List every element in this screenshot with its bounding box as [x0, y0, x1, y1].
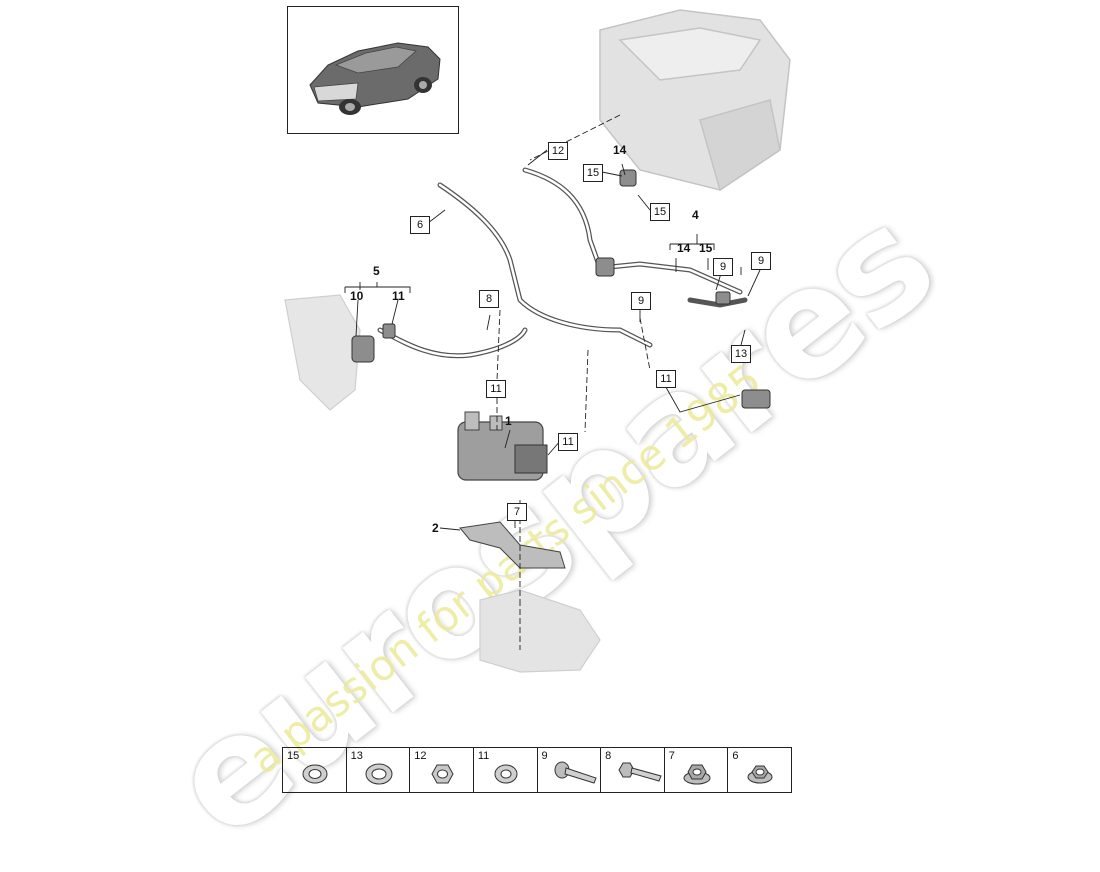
parts-drawing	[284, 9, 791, 673]
legend-label: 6	[732, 750, 739, 762]
callout-14: 14	[613, 143, 627, 157]
box-callout-8: 8	[479, 290, 499, 308]
bolt-icon	[554, 761, 597, 784]
washer-icon	[302, 764, 328, 784]
legend-label: 9	[541, 750, 548, 762]
valve-bracket	[459, 521, 566, 569]
callout-5: 5	[373, 264, 380, 278]
floor-bracket	[479, 589, 601, 673]
flange-nut-icon	[683, 764, 711, 785]
legend-cell: 15	[283, 748, 347, 792]
box-callout-12: 12	[548, 142, 568, 160]
box-callout-11: 11	[558, 433, 578, 451]
callout-4: 4	[692, 208, 699, 222]
washer-icon	[494, 764, 518, 784]
legend-label: 12	[414, 750, 427, 762]
legend-cell: 6	[728, 748, 791, 792]
legend-label: 7	[668, 750, 675, 762]
box-callout-11: 11	[656, 370, 676, 388]
box-callout-15: 15	[650, 203, 670, 221]
legend-label: 15	[287, 750, 300, 762]
legend-cell: 12	[410, 748, 474, 792]
leader-lines	[496, 114, 651, 650]
box-callout-11: 11	[486, 380, 506, 398]
vehicle-thumbnail	[287, 6, 459, 134]
car-suv-icon	[309, 42, 441, 115]
callout-5-sub-10: 10	[350, 289, 364, 303]
firewall-panel	[284, 294, 361, 411]
box-callout-9: 9	[713, 258, 733, 276]
legend-label: 13	[350, 750, 363, 762]
box-callout-13: 13	[731, 345, 751, 363]
legend-label: 8	[605, 750, 612, 762]
flange-nut-icon	[747, 765, 773, 784]
box-callout-9: 9	[751, 252, 771, 270]
box-callout-9: 9	[631, 292, 651, 310]
fastener-legend: 15 13 12 11 9 8 7 6	[282, 747, 792, 793]
washer-icon	[365, 763, 393, 785]
legend-cell: 8	[601, 748, 665, 792]
box-callout-6: 6	[410, 216, 430, 234]
box-callout-15: 15	[583, 164, 603, 182]
coolant-valve	[457, 411, 548, 481]
callout-5-sub-11: 11	[392, 289, 405, 303]
legend-cell: 7	[665, 748, 729, 792]
callout-4-sub-14: 14	[677, 241, 691, 255]
nut-icon	[431, 764, 454, 784]
box-callout-7: 7	[507, 503, 527, 521]
callout-leaders	[344, 149, 761, 531]
legend-cell: 9	[538, 748, 602, 792]
climate-unit	[599, 9, 791, 192]
coolant-hoses	[377, 167, 748, 359]
hose-clips	[351, 169, 771, 409]
legend-label: 11	[477, 750, 490, 762]
bolt-icon	[618, 762, 662, 782]
diagram-canvas: eurospares a passion for parts since 198…	[140, 6, 963, 872]
legend-cell: 13	[347, 748, 411, 792]
legend-cell: 11	[474, 748, 538, 792]
callout-1: 1	[505, 414, 512, 428]
callout-4-sub-15: 15	[699, 241, 713, 255]
callout-2: 2	[432, 521, 439, 535]
